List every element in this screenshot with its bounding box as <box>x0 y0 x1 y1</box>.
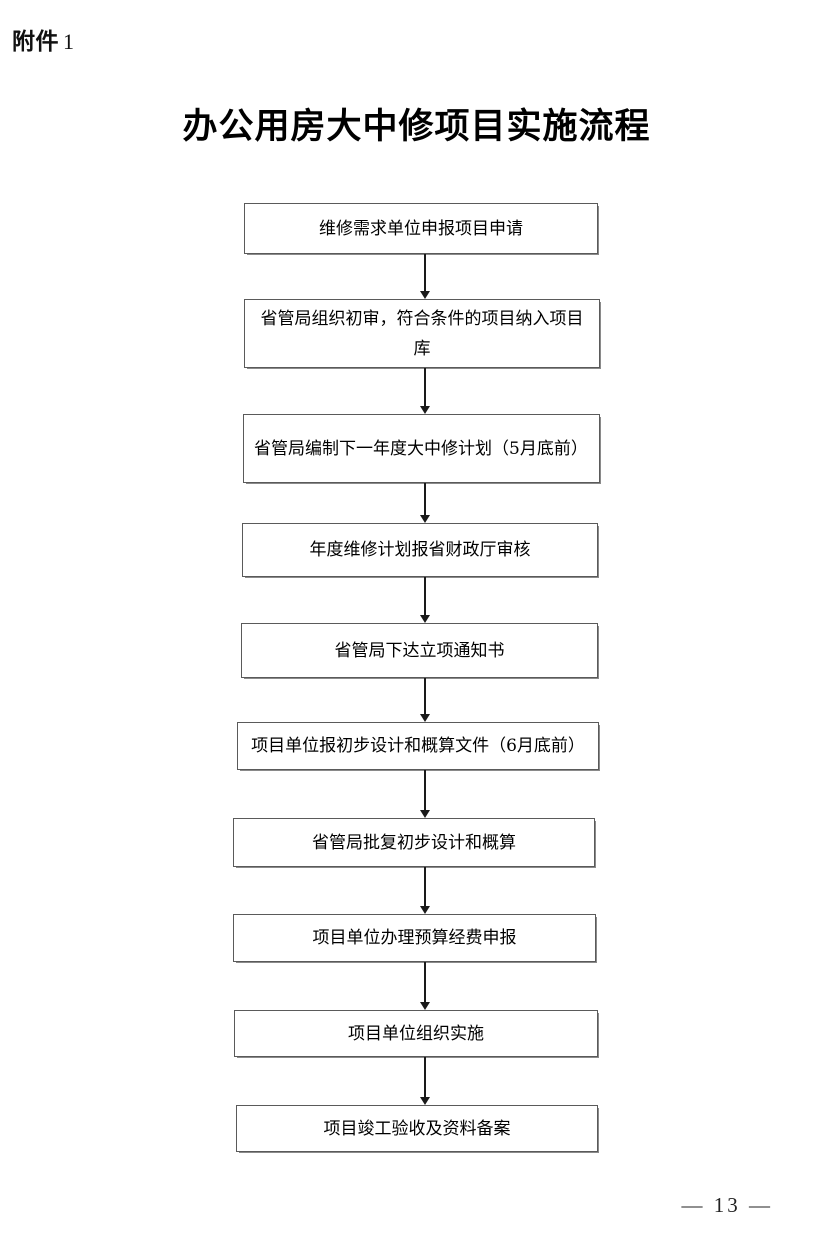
flow-node-label: 省管局组织初审，符合条件的项目纳入项目库 <box>260 308 584 359</box>
flow-node-label: 省管局下达立项通知书 <box>334 640 505 661</box>
arrow-head-icon <box>420 406 430 414</box>
arrow-head-icon <box>420 714 430 722</box>
flow-arrow-4 <box>418 577 432 623</box>
flow-node-step-3: 省管局编制下一年度大中修计划（5月底前） <box>243 414 600 483</box>
flow-node-step-6: 项目单位报初步设计和概算文件（6月底前） <box>237 722 599 770</box>
arrow-head-icon <box>420 291 430 299</box>
flow-node-step-10: 项目竣工验收及资料备案 <box>236 1105 598 1152</box>
arrow-shaft <box>424 483 426 516</box>
flow-arrow-6 <box>418 770 432 818</box>
flow-node-step-9: 项目单位组织实施 <box>234 1010 598 1057</box>
arrow-head-icon <box>420 515 430 523</box>
flow-node-step-2: 省管局组织初审，符合条件的项目纳入项目库 <box>244 299 600 368</box>
flow-arrow-8 <box>418 962 432 1010</box>
arrow-shaft <box>424 1057 426 1098</box>
arrow-shaft <box>424 254 426 292</box>
arrow-shaft <box>424 770 426 811</box>
flow-node-step-4: 年度维修计划报省财政厅审核 <box>242 523 598 577</box>
page-number-footer: — 13 — <box>681 1193 773 1217</box>
arrow-head-icon <box>420 810 430 818</box>
flow-node-label: 省管局编制下一年度大中修计划（5月底前） <box>254 438 588 459</box>
flow-arrow-3 <box>418 483 432 523</box>
flow-node-label: 省管局批复初步设计和概算 <box>312 832 516 853</box>
flow-node-label: 项目单位组织实施 <box>348 1023 484 1044</box>
arrow-shaft <box>424 577 426 616</box>
flow-node-label: 维修需求单位申报项目申请 <box>319 218 523 239</box>
flow-arrow-7 <box>418 867 432 914</box>
arrow-shaft <box>424 368 426 407</box>
page-title: 办公用房大中修项目实施流程 <box>182 106 651 147</box>
flow-node-label: 项目单位报初步设计和概算文件（6月底前） <box>251 736 585 756</box>
flow-node-step-7: 省管局批复初步设计和概算 <box>233 818 595 867</box>
flow-node-step-8: 项目单位办理预算经费申报 <box>233 914 596 962</box>
flow-node-label: 项目单位办理预算经费申报 <box>312 928 517 948</box>
attachment-label-text: 附件 <box>12 29 59 55</box>
arrow-head-icon <box>420 1097 430 1105</box>
arrow-shaft <box>424 678 426 715</box>
flow-node-step-1: 维修需求单位申报项目申请 <box>244 203 598 254</box>
flow-arrow-2 <box>418 368 432 414</box>
flow-node-step-5: 省管局下达立项通知书 <box>241 623 598 678</box>
arrow-head-icon <box>420 1002 430 1010</box>
flow-node-label: 项目竣工验收及资料备案 <box>323 1118 511 1139</box>
arrow-head-icon <box>420 615 430 623</box>
arrow-shaft <box>424 867 426 907</box>
flow-node-label: 年度维修计划报省财政厅审核 <box>309 540 531 560</box>
flow-arrow-9 <box>418 1057 432 1105</box>
arrow-shaft <box>424 962 426 1003</box>
flow-arrow-1 <box>418 254 432 299</box>
arrow-head-icon <box>420 906 430 914</box>
attachment-number: 1 <box>63 29 75 54</box>
flow-arrow-5 <box>418 678 432 722</box>
